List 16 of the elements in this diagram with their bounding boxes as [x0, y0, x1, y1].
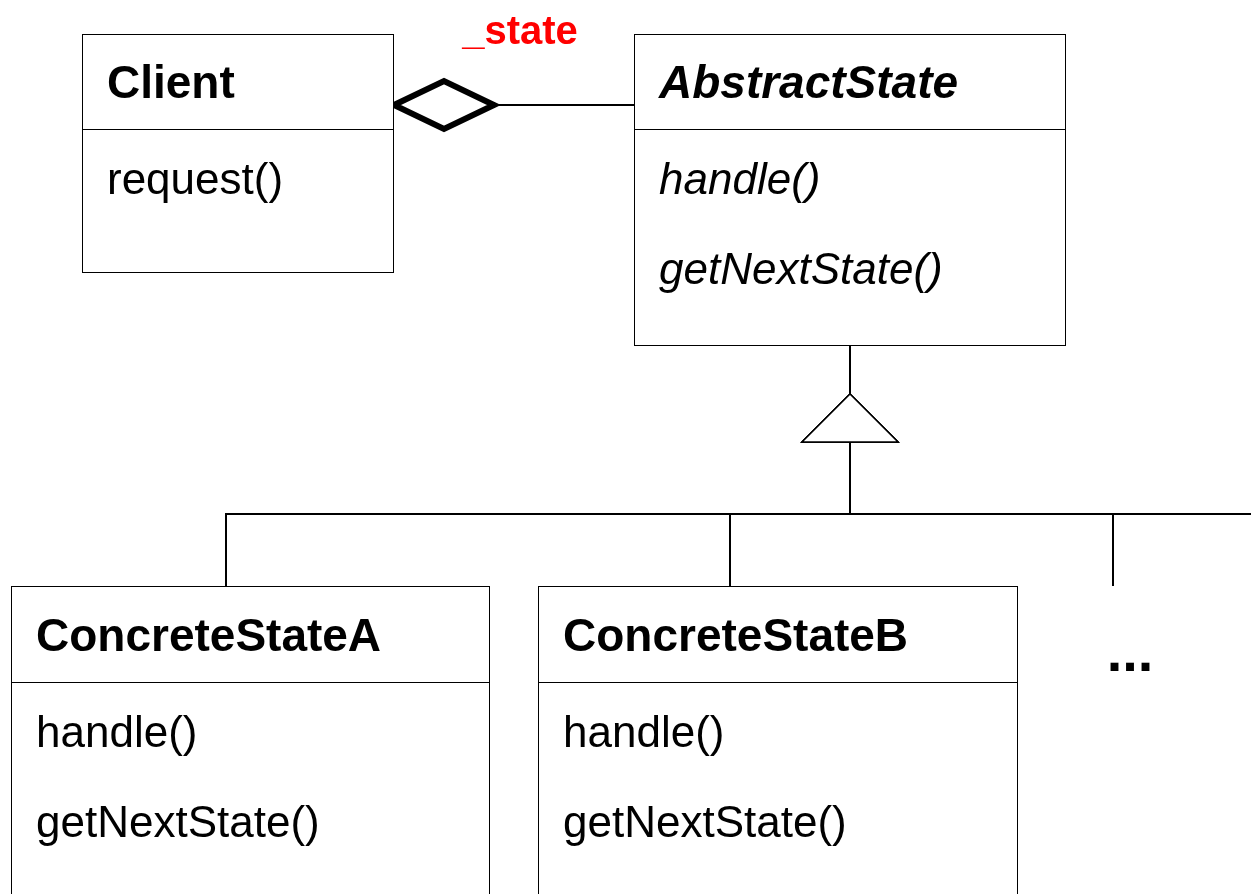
- class-name: Client: [107, 59, 235, 105]
- class-box: [11, 586, 490, 894]
- class-box: [82, 34, 394, 273]
- class-box: [538, 586, 1018, 894]
- class-name: AbstractState: [659, 59, 959, 105]
- method-name: getNextState(): [563, 796, 847, 848]
- method-name: handle(): [659, 153, 821, 205]
- method-name: handle(): [36, 706, 198, 758]
- class-box: [634, 34, 1066, 346]
- method-name: handle(): [563, 706, 725, 758]
- class-name: ConcreteStateB: [563, 611, 909, 658]
- method-name: getNextState(): [659, 243, 943, 295]
- method-name: request(): [107, 153, 284, 205]
- class-name: ConcreteStateA: [36, 611, 382, 658]
- ellipsis-text: ...: [1106, 624, 1154, 680]
- method-name: getNextState(): [36, 796, 320, 848]
